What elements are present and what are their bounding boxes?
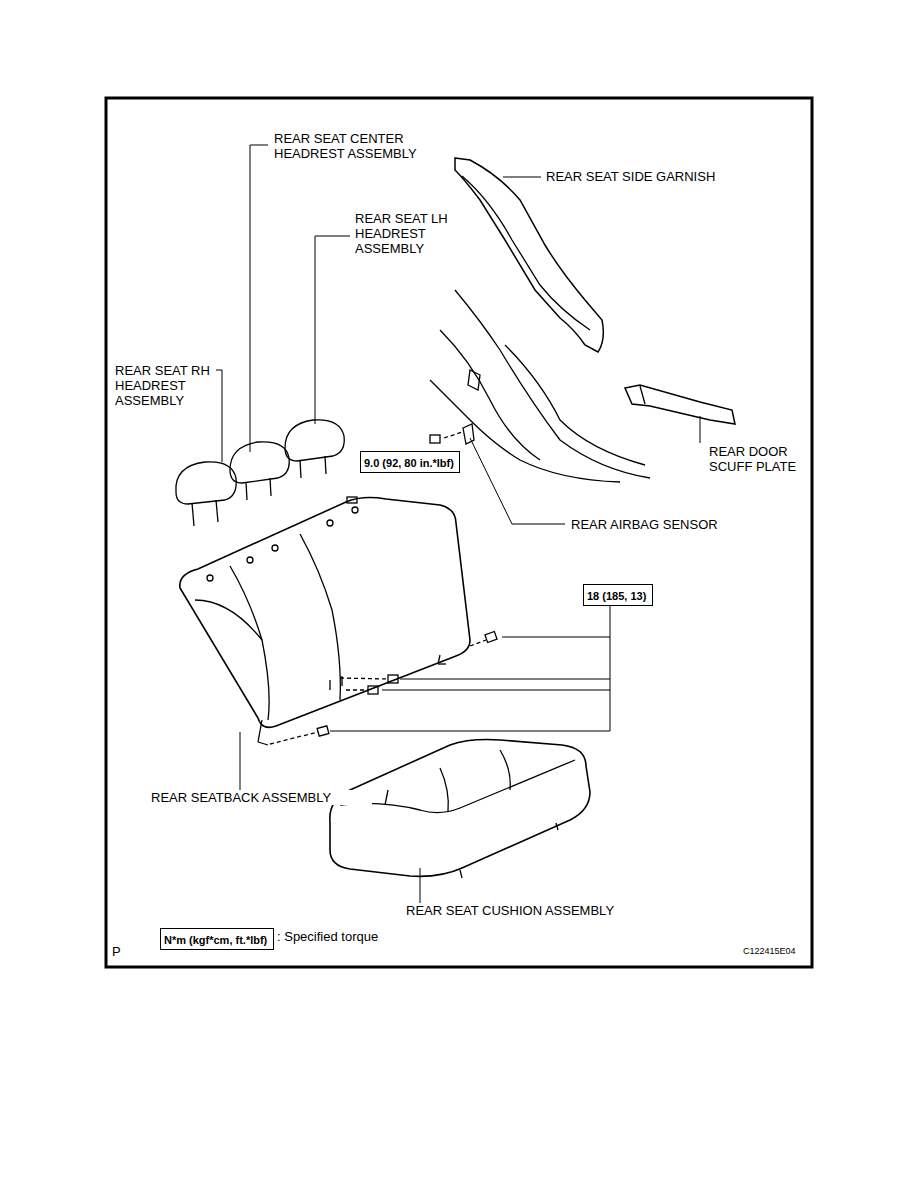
part-name: REAR SEAT RH HEADREST ASSEMBLY — [114, 363, 216, 408]
torque-box: 9.0 (92, 80 in.*lbf) — [360, 451, 460, 473]
torque-value: 9.0 (92, 80 in.*lbf) — [364, 457, 454, 469]
part-name: REAR SEAT LH HEADREST ASSEMBLY — [354, 211, 456, 256]
part-name: REAR DOOR SCUFF PLATE — [708, 444, 805, 474]
frame — [106, 98, 812, 967]
seat-cushion — [330, 740, 590, 878]
legend-text: : Specified torque — [276, 929, 418, 944]
part-name: REAR SEAT SIDE GARNISH — [545, 169, 747, 184]
seatback — [180, 497, 470, 745]
unit-box: N*m (kgf*cm, ft.*lbf) — [160, 928, 274, 950]
part-name: REAR SEAT CENTER HEADREST ASSEMBLY — [273, 131, 425, 161]
part-name: REAR SEAT CUSHION ASSEMBLY — [405, 903, 667, 918]
headrests — [176, 420, 344, 526]
torque-box: 18 (185, 13) — [583, 584, 653, 606]
part-name: REAR SEATBACK ASSEMBLY — [150, 790, 372, 805]
torque-value: 18 (185, 13) — [587, 590, 646, 602]
torque-value: N*m (kgf*cm, ft.*lbf) — [164, 934, 267, 946]
figure-code: C122415E04 — [742, 946, 810, 957]
bolts — [270, 632, 497, 744]
page-mark: P — [111, 944, 133, 959]
part-name: REAR AIRBAG SENSOR — [570, 517, 772, 532]
body-structure — [430, 158, 735, 482]
